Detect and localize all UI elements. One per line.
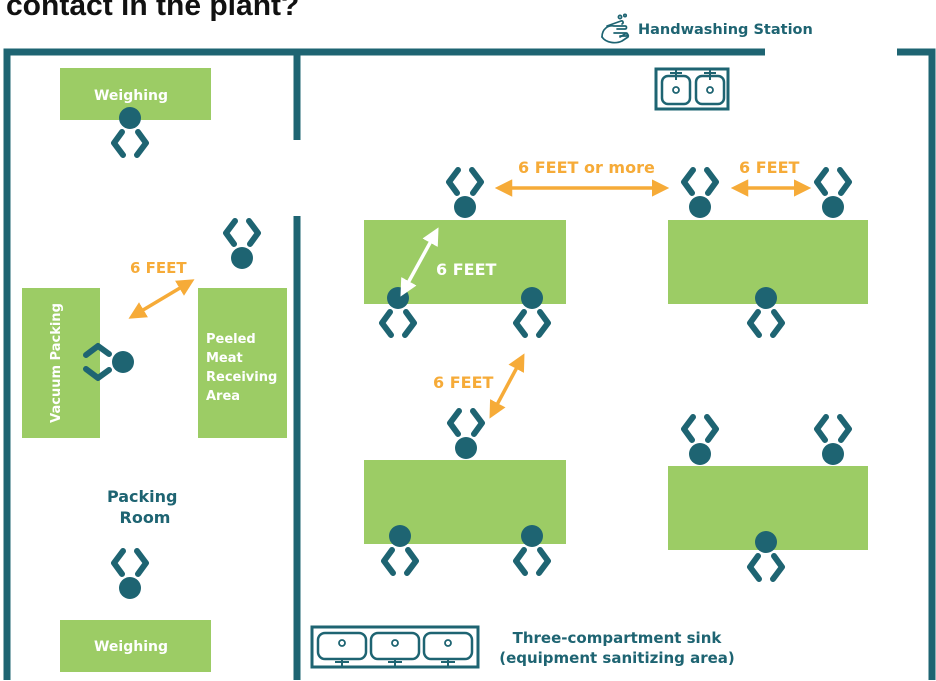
page-title: contact in the plant? — [6, 0, 300, 22]
vacuum-packing-station — [22, 288, 100, 438]
distance-label-right-table: 6 FEET — [739, 158, 799, 177]
weighing-station-bottom — [60, 620, 211, 672]
legend: Handwashing Station — [598, 12, 813, 48]
handwashing-sink — [654, 67, 730, 111]
person — [114, 551, 146, 599]
person — [450, 411, 482, 459]
peeled-meat-label: Peeled Meat Receiving Area — [206, 332, 282, 404]
packing-room-line-2: Room — [120, 508, 171, 527]
person — [226, 221, 258, 269]
person — [684, 170, 716, 218]
handwashing-icon — [601, 13, 630, 44]
sink-label-line-2: (equipment sanitizing area) — [499, 649, 735, 667]
distance-label-vertical: 6 FEET — [433, 373, 493, 392]
distance-label-packing: 6 FEET — [130, 259, 187, 277]
person — [449, 170, 481, 218]
distance-label-table-diagonal: 6 FEET — [436, 260, 496, 279]
walls — [3, 48, 936, 680]
person — [684, 417, 716, 465]
person — [817, 170, 849, 218]
wall-top-right — [897, 48, 936, 680]
distance-label-between-tables: 6 FEET or more — [518, 158, 655, 177]
packing-room-label: Packing Room — [107, 487, 183, 527]
distance-arrow — [400, 227, 439, 297]
sink-label-line-1: Three-compartment sink — [513, 629, 723, 647]
distance-arrow — [489, 353, 525, 419]
peeled-meat-line-2: Meat — [206, 351, 243, 366]
distance-arrow — [128, 279, 195, 319]
peeled-meat-station — [198, 288, 287, 438]
three-compartment-sink — [310, 625, 480, 669]
packing-room-line-1: Packing — [107, 487, 178, 506]
weighing-bottom-label: Weighing — [94, 639, 168, 655]
peeled-meat-line-4: Area — [206, 389, 240, 404]
weighing-top-label: Weighing — [94, 88, 168, 104]
peeled-meat-line-1: Peeled — [206, 332, 256, 347]
person — [817, 417, 849, 465]
wall-top-left — [3, 48, 765, 680]
peeled-meat-line-3: Receiving — [206, 370, 277, 385]
legend-label: Handwashing Station — [638, 22, 813, 38]
vacuum-packing-label: Vacuum Packing — [49, 303, 64, 423]
